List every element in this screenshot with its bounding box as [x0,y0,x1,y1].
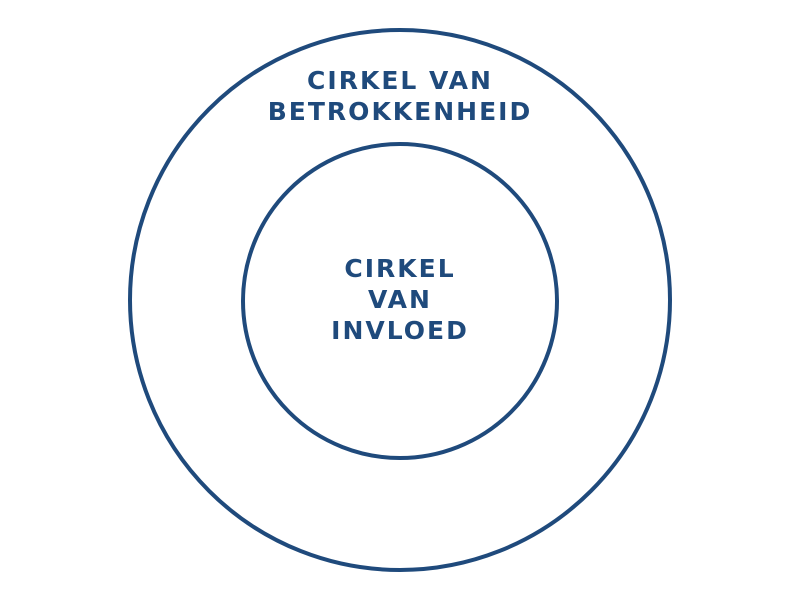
outer-circle-betrokkenheid [128,28,672,572]
inner-label-line-3: INVLOED [331,316,469,345]
inner-label-line-1: CIRKEL [344,254,456,283]
inner-circle-invloed [241,142,559,460]
outer-label-line-2: BETROKKENHEID [267,97,533,126]
outer-label-line-1: CIRKEL VAN [307,66,493,95]
inner-label-line-2: VAN [368,285,432,314]
